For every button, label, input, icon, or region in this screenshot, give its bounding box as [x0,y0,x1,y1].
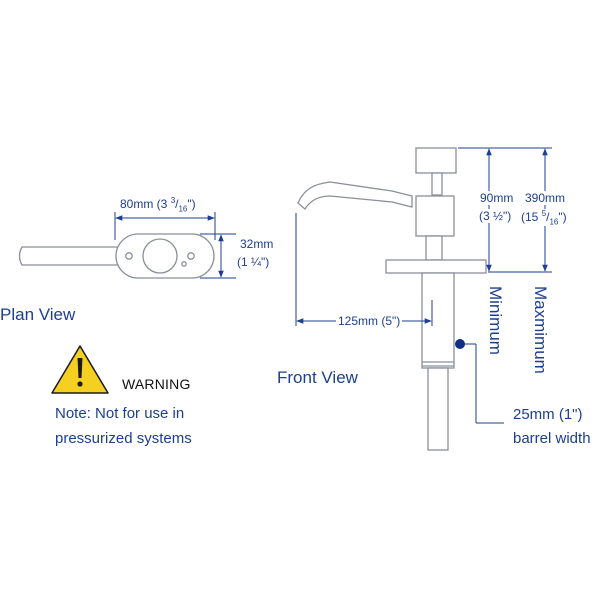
pump-barrel-lower [427,367,449,451]
pump-flange [385,259,487,274]
plan-pump-head [142,238,178,274]
plan-view-title: Plan View [0,305,76,324]
plan-hole-small [181,261,187,267]
warning-triangle-icon [51,345,109,394]
maximum-label: Maxmimum [531,286,550,374]
pump-spout [297,181,413,210]
barrel-width-label: 25mm (1") [513,406,583,423]
pump-rod [431,172,443,196]
warning-note-line1: Note: Not for use in [55,405,185,422]
plan-view-drawing [18,233,215,279]
pump-body [415,195,455,237]
minimum-dim-label: 90mm [479,191,515,205]
warning-note-line2: pressurized systems [55,430,192,447]
maximum-dim-label-inch: (15 5/16") [520,209,568,227]
reach-label: 125mm (5") [336,314,403,328]
barrel-marker-icon [455,339,465,349]
minimum-label: Minimum [486,286,505,355]
minimum-dim-label-inch: (3 ½") [478,209,513,223]
plan-handle [18,246,131,266]
maximum-dim-label: 390mm [524,191,567,205]
front-view-title: Front View [277,368,358,387]
plan-hole-right [187,252,195,260]
front-view-drawing [297,147,487,451]
plan-width-label: 80mm (3 3/16") [120,196,196,214]
warning-heading: WARNING [122,376,191,392]
plan-height-label: 32mm [240,237,274,251]
barrel-width-caption: barrel width [513,430,591,447]
plan-dimension-lines [114,212,236,279]
plan-height-label-inch: (1 ¼") [237,255,270,269]
pump-knob [415,147,457,174]
pump-neck [425,235,443,261]
plan-hole-left [125,252,133,260]
